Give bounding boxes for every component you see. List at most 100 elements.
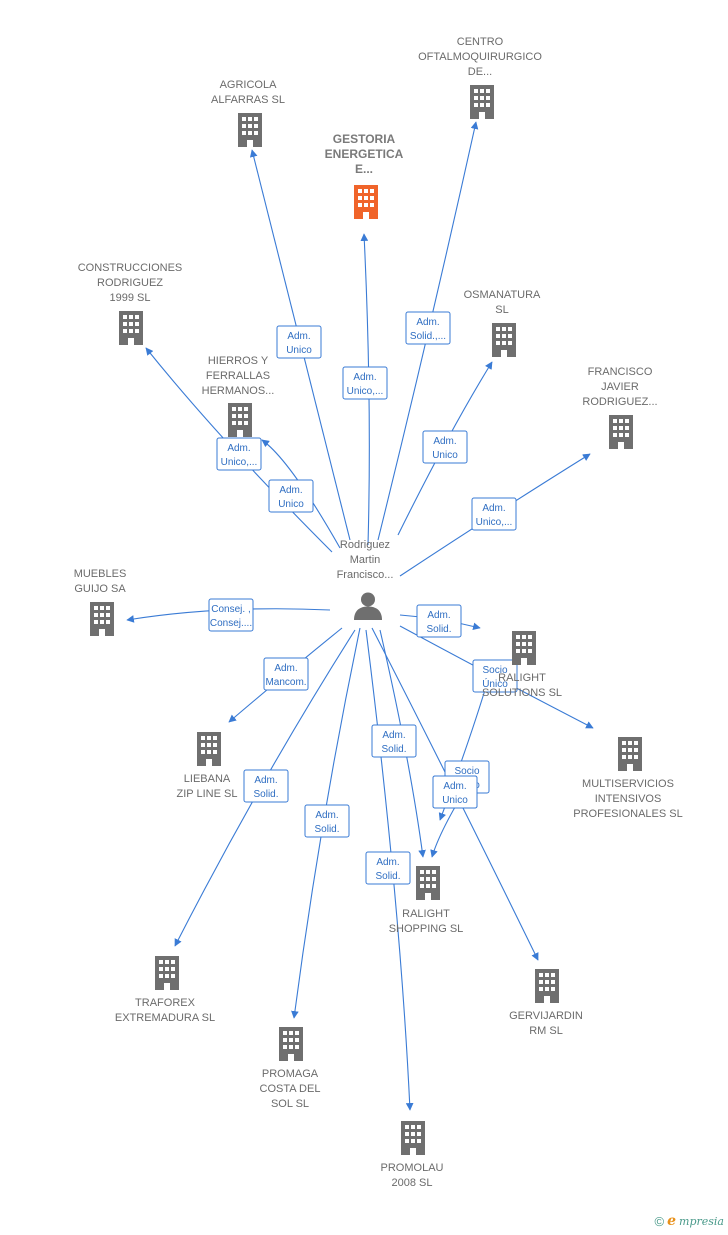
edge-label-line: Mancom. (265, 677, 306, 688)
edge-label-box (243, 769, 289, 803)
company-node-agricola[interactable]: AGRICOLA ALFARRAS SL (211, 79, 285, 147)
company-name-line: GUIJO SA (74, 583, 126, 595)
edge-label-line: Adm. (416, 317, 439, 328)
building-icon (90, 602, 114, 636)
edge-label[interactable]: Adm. Solid.,... (405, 311, 451, 345)
edge-hierros (261, 439, 341, 549)
brand-logo-initial: e (667, 1213, 677, 1229)
edge-label-box (472, 659, 518, 693)
edge-label-line: Adm. (376, 857, 399, 868)
edge-label-line: Adm. (482, 503, 505, 514)
edge-label-line: Consej. , (211, 604, 250, 615)
building-icon (535, 969, 559, 1003)
person-node[interactable]: RodriguezMartinFrancisco... (337, 539, 394, 620)
company-name-line: TRAFOREX (135, 997, 196, 1009)
company-name-line: RALIGHT (498, 672, 546, 684)
company-name-line: PROFESIONALES SL (573, 808, 682, 820)
company-name-line: JAVIER (601, 381, 639, 393)
edge-label[interactable]: Adm.Unico,... (216, 437, 262, 471)
company-node-hierros[interactable]: HIERROS YFERRALLASHERMANOS... (202, 355, 275, 437)
edge-label[interactable]: Adm.Solid. (243, 769, 289, 803)
building-icon (492, 323, 516, 357)
edge-ralight_shopping (365, 629, 414, 1111)
building-icon (416, 866, 440, 900)
copyright-symbol: © (654, 1213, 665, 1229)
brand-name: mpresia (679, 1214, 724, 1228)
company-name-line: HERMANOS... (202, 385, 275, 397)
edge-label-line: Adm. (443, 781, 466, 792)
edge-label[interactable]: Adm.Solid. (365, 851, 411, 885)
edge-label[interactable]: Adm.Solid. (371, 724, 417, 758)
company-name-line: CONSTRUCCIONES (78, 262, 183, 274)
edge-label-line: Solid. (426, 624, 451, 635)
company-name-line: LIEBANA (184, 773, 231, 785)
company-name-line: COSTA DEL (260, 1083, 321, 1095)
edge-label-line: Adm. (427, 610, 450, 621)
person-name-line: Francisco... (337, 569, 394, 581)
company-node-multiservicios[interactable]: MULTISERVICIOS INTENSIVOS PROFESIONALES SL (573, 737, 683, 820)
edge-label-box (471, 497, 517, 531)
company-node-francisco[interactable]: FRANCISCOJAVIERRODRIGUEZ... (582, 366, 658, 449)
edge-label[interactable]: Adm. Solid. (304, 804, 350, 838)
company-node-centro[interactable]: CENTROOFTALMOQUIRURGICODE... (418, 36, 542, 119)
edge-label-box (263, 657, 309, 691)
company-node-muebles[interactable]: MUEBLES GUIJO SA (74, 568, 127, 636)
edge-label-line: Unico (432, 450, 458, 461)
edge-label-line: Solid. (253, 789, 278, 800)
edge-label[interactable]: Adm.Mancom. (263, 657, 309, 691)
edge-label-line: Adm. (315, 810, 338, 821)
company-node-gestoria[interactable]: GESTORIAENERGETICAE... (325, 132, 404, 219)
edge-label-line: Solid. (314, 824, 339, 835)
edge-label-box (268, 479, 314, 513)
building-icon (228, 403, 252, 437)
edge-label[interactable]: Consej. ,Consej.... (208, 598, 254, 632)
company-name-line: ZIP LINE SL (177, 788, 238, 800)
company-name-line: DE... (468, 66, 492, 78)
edge-label-line: Solid. (381, 744, 406, 755)
edge-label-line: Unico,... (476, 517, 513, 528)
edge-label-line: Unico,... (347, 386, 384, 397)
building-icon (609, 415, 633, 449)
company-name-line: INTENSIVOS (595, 793, 662, 805)
company-name-line: RM SL (529, 1025, 563, 1037)
edge-label-line: Socio (454, 766, 479, 777)
company-name-line: ALFARRAS SL (211, 94, 285, 106)
edge-label-line: Unico (286, 345, 312, 356)
edge-label[interactable]: Adm. Unico (432, 775, 478, 809)
company-name-line: PROMAGA (262, 1068, 319, 1080)
edge-label-box (365, 851, 411, 885)
edge-label-box (432, 775, 478, 809)
company-node-liebana[interactable]: LIEBANA ZIP LINE SL (177, 732, 238, 800)
edge-label[interactable]: Adm. Unico,... (471, 497, 517, 531)
edge-label[interactable]: Adm.Unico (268, 479, 314, 513)
person-name-line: Rodriguez (340, 539, 390, 551)
company-name-line: MULTISERVICIOS (582, 778, 674, 790)
edge-label-line: Solid.,... (410, 331, 446, 342)
edge-label-box (276, 325, 322, 359)
edge-label[interactable]: Adm.Unico,... (342, 366, 388, 400)
company-name-line: ENERGETICA (325, 147, 404, 161)
company-name-line: MUEBLES (74, 568, 127, 580)
company-name-line: FRANCISCO (588, 366, 653, 378)
edge-label-line: Adm. (227, 443, 250, 454)
company-name-line: AGRICOLA (220, 79, 278, 91)
edge-label-line: Unico (442, 795, 468, 806)
edge-label[interactable]: Adm.Unico (276, 325, 322, 359)
edge-label[interactable]: Adm. Solid. (416, 604, 462, 638)
edge-label[interactable]: Adm.Unico (422, 430, 468, 464)
edge-label-box (216, 437, 262, 471)
edge-label-box (342, 366, 388, 400)
edge-label-box (304, 804, 350, 838)
company-name-line: SHOPPING SL (389, 923, 464, 935)
company-name-line: HIERROS Y (208, 355, 269, 367)
